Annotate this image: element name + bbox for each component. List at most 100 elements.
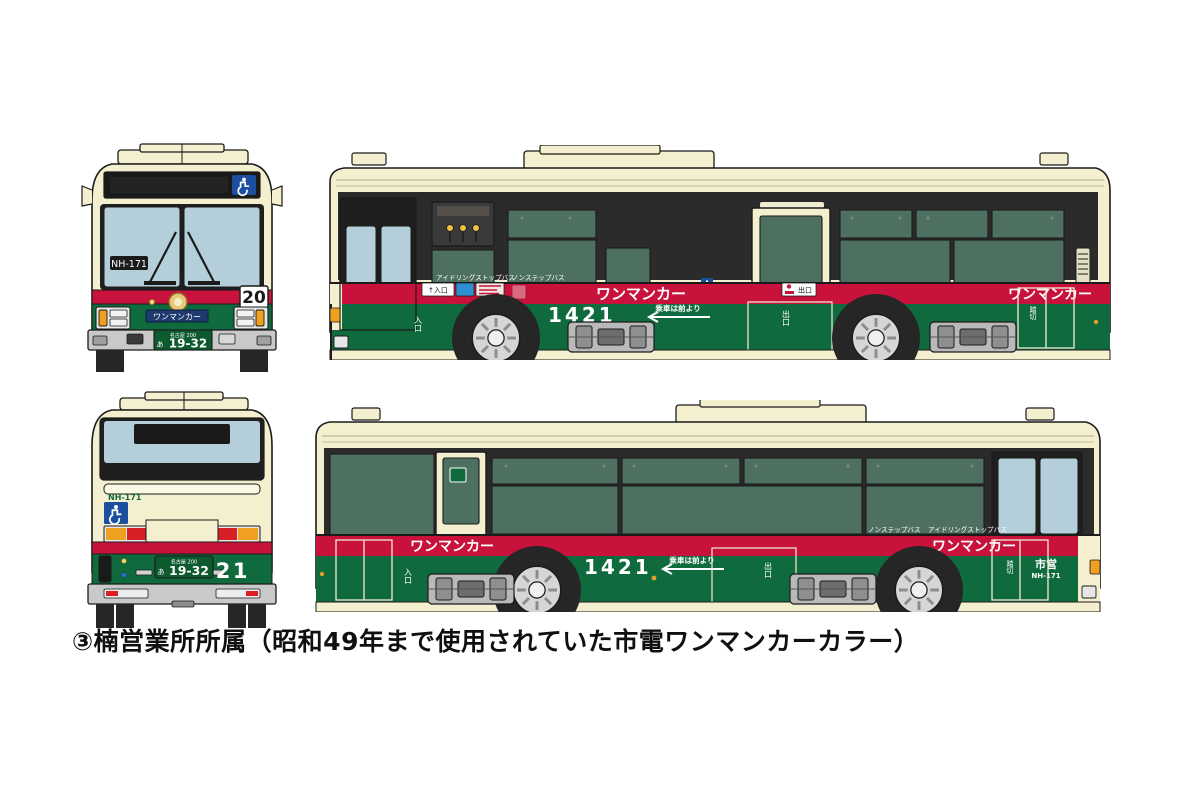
rear-view: NH-171 1421 bbox=[87, 391, 277, 628]
side-left-band-reflector bbox=[511, 284, 527, 300]
side-left-roof-hatch bbox=[539, 145, 661, 155]
rear-plate-region: 名古屋 200 bbox=[171, 559, 197, 566]
front-tow-hook bbox=[126, 333, 144, 345]
side-left-sticker-2: ノンステップバス bbox=[512, 274, 565, 282]
side-right-boarding-arrow bbox=[660, 563, 724, 575]
side-left-window-lower-1 bbox=[431, 249, 495, 285]
rear-upper-ribbon bbox=[103, 483, 261, 495]
side-left-crossing-label: 踏切 bbox=[1029, 305, 1037, 321]
side-left-front-indicator bbox=[329, 307, 341, 323]
side-right-window-upper-3 bbox=[743, 457, 863, 485]
front-oneman-label: ワンマンカー bbox=[153, 313, 201, 322]
side-right-entrance-label: 入口 bbox=[404, 568, 413, 584]
side-view-right: ノンステップバス アイドリングストップバス ワンマンカー ワンマンカー 1421… bbox=[315, 400, 1101, 612]
side-right-window-lower-2 bbox=[621, 485, 863, 535]
side-right-boarding-notice: 乗車は前より bbox=[669, 555, 714, 565]
rear-destination-sign bbox=[134, 424, 230, 444]
side-right-headlamp bbox=[1081, 585, 1097, 599]
side-right-fleet-number: 1421 bbox=[584, 555, 652, 579]
side-left-entrance-door-tag: ↑入口 bbox=[428, 287, 448, 295]
side-right-fleet-code: NH-171 bbox=[1031, 572, 1060, 580]
side-left-oneman-front: ワンマンカー bbox=[596, 285, 686, 303]
side-right-operator: 市営 bbox=[1035, 557, 1057, 571]
front-view: NH-171 20 ワンマンカー bbox=[81, 143, 283, 372]
side-right-oneman-front: ワンマンカー bbox=[410, 539, 494, 555]
windshield-wipers bbox=[144, 231, 220, 285]
side-left-roof-box-front bbox=[351, 152, 387, 166]
side-left-headlamp bbox=[333, 335, 349, 349]
side-right-front-indicator bbox=[1089, 559, 1101, 575]
ic-card-icon bbox=[455, 282, 475, 297]
side-right-skirt bbox=[315, 601, 1101, 612]
side-left-window-upper-4 bbox=[839, 209, 913, 239]
rear-fleet-code: NH-171 bbox=[108, 493, 142, 502]
side-left-window-upper-2 bbox=[507, 209, 597, 239]
rear-marker-lamp-amber bbox=[121, 558, 127, 564]
side-right-rear-marker bbox=[319, 571, 325, 577]
side-right-driver-window bbox=[991, 451, 1083, 541]
side-left-entrance-label: 入口 bbox=[414, 316, 423, 332]
caption-text: ③楠営業所所属（昭和49年まで使用されていた市電ワンマンカーカラー） bbox=[72, 627, 920, 656]
front-tire-left bbox=[96, 350, 124, 372]
front-fleet-code-plate bbox=[110, 256, 148, 270]
front-headlamp-right bbox=[233, 306, 269, 330]
side-left-exit-label: 出口 bbox=[782, 309, 791, 326]
side-right-roof-box-rear bbox=[351, 407, 381, 421]
side-right-sticker-2: アイドリングストップバス bbox=[928, 525, 1007, 534]
front-plate-region: 名古屋 200 bbox=[170, 332, 196, 339]
side-right-roof-box-front bbox=[1025, 407, 1055, 421]
side-left-window-upper-5 bbox=[915, 209, 989, 239]
front-windshield-right bbox=[183, 206, 261, 288]
front-mirror-left bbox=[81, 185, 93, 207]
side-left-entrance-tags: ↑入口 bbox=[421, 282, 505, 297]
side-right-window-lower-1 bbox=[491, 485, 619, 535]
side-left-rear-grille bbox=[1075, 247, 1091, 285]
rear-tires-left bbox=[96, 604, 134, 628]
side-right-window-rear bbox=[329, 453, 435, 539]
front-oneman-plate bbox=[145, 309, 209, 323]
rear-red-band bbox=[91, 541, 273, 555]
side-left-display-lamps bbox=[446, 224, 480, 242]
side-right-roof-hatch bbox=[699, 400, 821, 408]
rear-engine-vent bbox=[98, 555, 112, 583]
side-left-door-rail bbox=[760, 202, 824, 208]
rear-marker-lamp-blue bbox=[121, 572, 127, 578]
side-right-underfloor-front bbox=[789, 573, 877, 605]
side-left-window-lower-2 bbox=[507, 239, 597, 285]
route-number: 20 bbox=[242, 288, 266, 308]
front-headlamp-left bbox=[95, 306, 131, 330]
side-left-boarding-arrow bbox=[646, 311, 710, 323]
side-left-window-lower-5 bbox=[953, 239, 1065, 285]
side-left-underfloor-front bbox=[567, 321, 655, 353]
rear-tires-right bbox=[228, 604, 266, 628]
side-left-exit-door-tag: 出口 bbox=[798, 286, 812, 295]
side-left-boarding-notice: 乗車は前より bbox=[655, 303, 700, 313]
side-right-body-marker bbox=[651, 575, 657, 581]
side-right-sticker-1: ノンステップバス bbox=[868, 526, 921, 534]
side-right-window-upper-2 bbox=[621, 457, 741, 485]
side-left-rear-marker bbox=[1093, 319, 1099, 325]
rear-plate-number: 19-32 bbox=[169, 563, 209, 578]
side-left-window-lower-4 bbox=[839, 239, 951, 285]
side-left-exit-tag: 出口 bbox=[781, 282, 817, 297]
side-left-window-upper-6 bbox=[991, 209, 1065, 239]
side-right-oneman-rear: ワンマンカー bbox=[932, 539, 1016, 555]
side-left-window-vents bbox=[520, 216, 1054, 220]
side-left-sticker-1: アイドリングストップバス bbox=[436, 273, 515, 282]
front-license-plate: 名古屋 200 あ 19-32 bbox=[153, 329, 213, 351]
rear-license-plate: 名古屋 200 あ 19-32 bbox=[154, 555, 214, 579]
wheelchair-glyph bbox=[237, 177, 250, 197]
front-fleet-code: NH-171 bbox=[111, 259, 147, 270]
rear-plate-prefix: あ bbox=[158, 568, 165, 576]
side-left-roof-box-rear bbox=[1039, 152, 1069, 166]
front-mirror-right bbox=[271, 185, 283, 207]
front-destination-display bbox=[110, 177, 228, 193]
side-right-underfloor-rear bbox=[427, 573, 515, 605]
rear-lamp-left bbox=[103, 525, 151, 543]
side-right-window-upper-1 bbox=[491, 457, 619, 485]
side-left-underfloor-rear bbox=[929, 321, 1017, 353]
front-marker-lamp-amber bbox=[148, 298, 155, 305]
side-left-oneman-rear: ワンマンカー bbox=[1008, 287, 1092, 303]
